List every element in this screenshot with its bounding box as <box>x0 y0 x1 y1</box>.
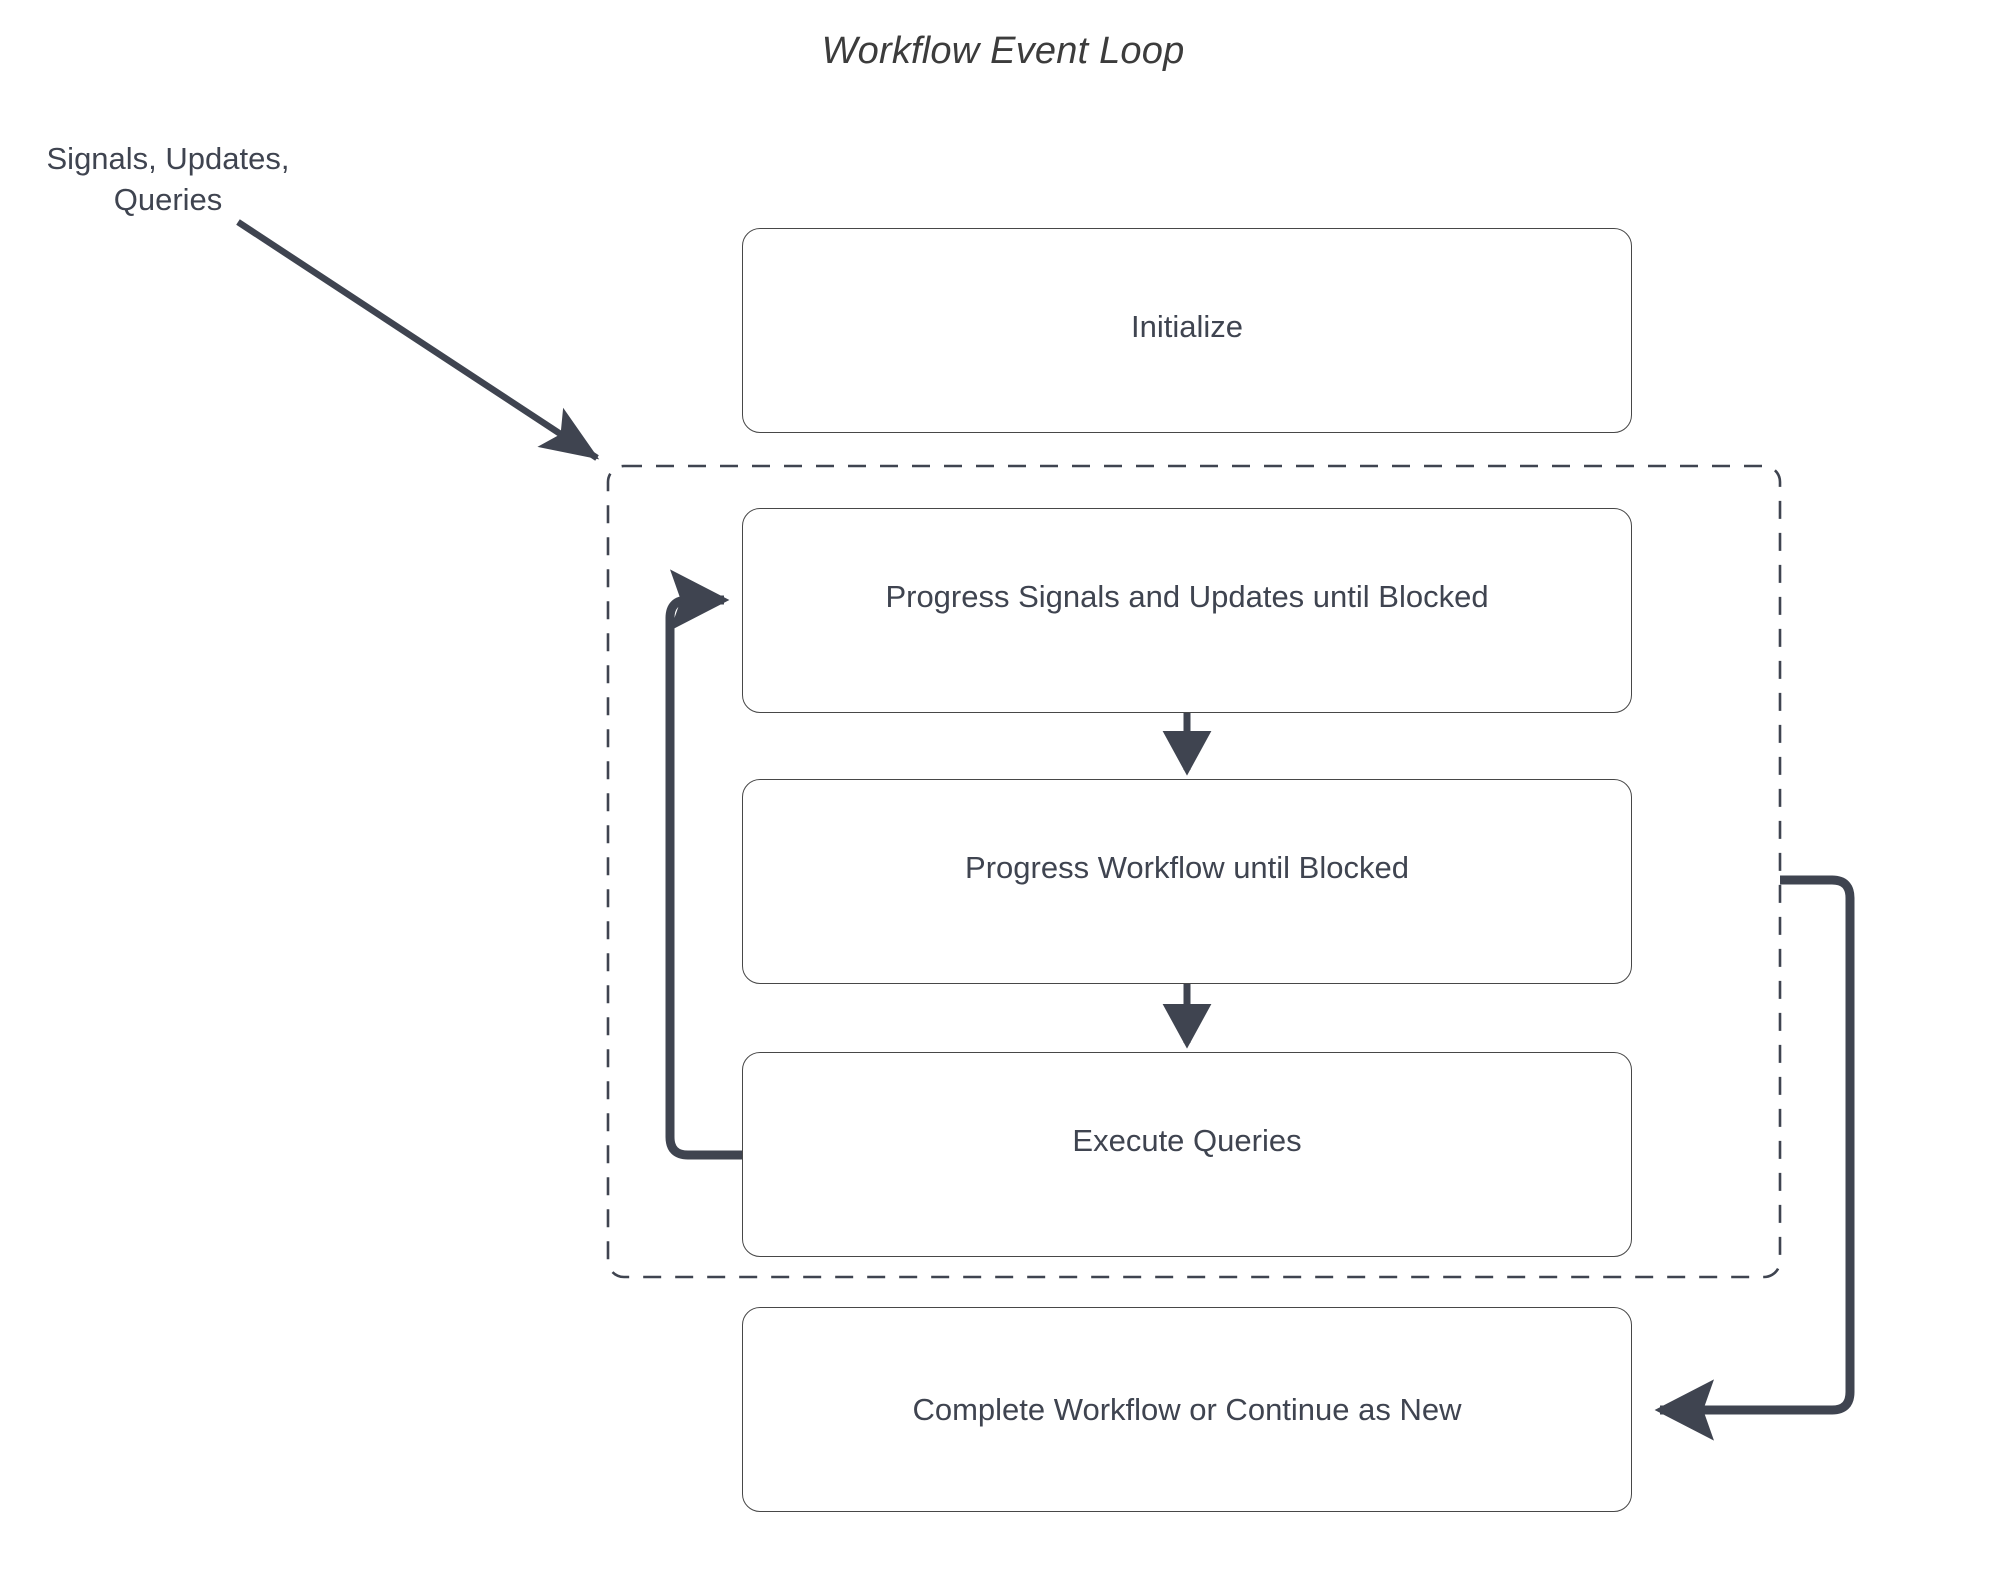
node-progress-workflow-label: Progress Workflow until Blocked <box>965 849 1409 885</box>
node-progress-signals[interactable]: Progress Signals and Updates until Block… <box>742 508 1632 713</box>
node-progress-workflow[interactable]: Progress Workflow until Blocked <box>742 779 1632 984</box>
node-execute-queries-label: Execute Queries <box>1072 1122 1302 1158</box>
node-execute-queries[interactable]: Execute Queries <box>742 1052 1632 1257</box>
page-title: Workflow Event Loop <box>821 30 1185 72</box>
node-initialize-label: Initialize <box>1131 308 1243 344</box>
node-progress-signals-label: Progress Signals and Updates until Block… <box>885 578 1489 614</box>
edge-loop-back <box>665 569 742 1160</box>
edge-external-input <box>236 219 600 461</box>
node-complete-workflow-label: Complete Workflow or Continue as New <box>912 1391 1462 1427</box>
edge-loop-exit <box>1654 875 1855 1441</box>
node-initialize[interactable]: Initialize <box>742 228 1632 433</box>
external-input-label-line2: Queries <box>113 182 223 217</box>
node-complete-workflow[interactable]: Complete Workflow or Continue as New <box>742 1307 1632 1512</box>
external-input-label: Signals, Updates, Queries <box>28 138 308 220</box>
external-input-label-line1: Signals, Updates, <box>46 141 290 176</box>
